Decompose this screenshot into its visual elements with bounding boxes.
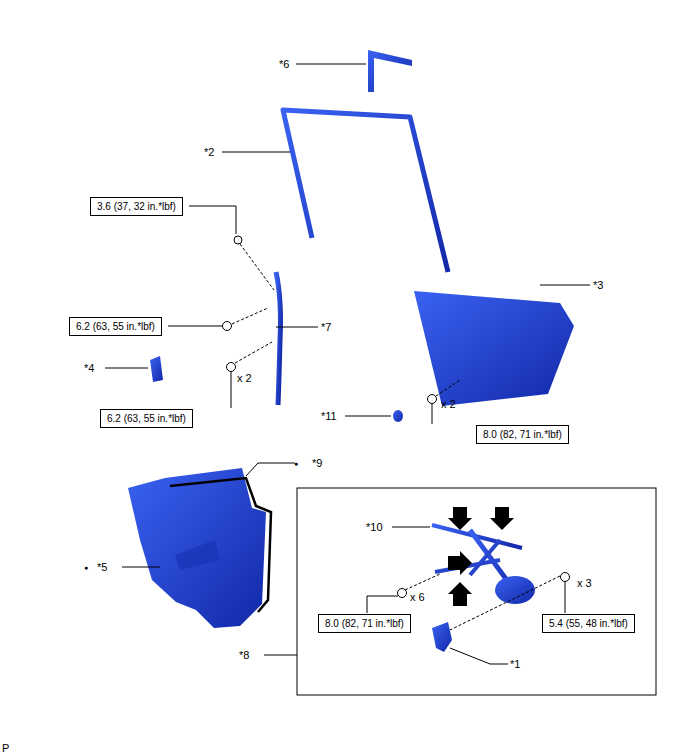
callout-number: *10 — [366, 521, 383, 533]
torque-box: 3.6 (37, 32 in.*lbf) — [90, 197, 183, 216]
division-bar — [276, 272, 281, 405]
page-mark: P — [2, 742, 9, 754]
callout-number: *8 — [239, 649, 249, 661]
bullet-mark: ● — [84, 564, 88, 571]
quantity: x 6 — [410, 591, 425, 603]
torque-box: 8.0 (82, 71 in.*lbf) — [318, 614, 411, 633]
callout-number: *4 — [84, 362, 94, 374]
torque-spec: 6.2 (63, 55 in.*lbf) — [107, 413, 186, 424]
quantity: x 2 — [237, 372, 252, 384]
bullet-mark: ● — [294, 460, 298, 467]
torque-spec: 8.0 (82, 71 in.*lbf) — [483, 429, 562, 440]
glass-run-upper — [368, 50, 412, 92]
torque-spec: 5.4 (55, 48 in.*lbf) — [549, 618, 628, 629]
callout-number: *7 — [321, 321, 331, 333]
quantity: x 3 — [577, 577, 592, 589]
regulator-motor — [432, 622, 452, 652]
torque-box: 5.4 (55, 48 in.*lbf) — [542, 614, 635, 633]
small-part — [393, 410, 403, 422]
small-part — [150, 356, 163, 382]
torque-box: 6.2 (63, 55 in.*lbf) — [69, 317, 162, 336]
door-panel — [128, 468, 266, 628]
callout-number: *3 — [593, 279, 603, 291]
torque-spec: 8.0 (82, 71 in.*lbf) — [325, 618, 404, 629]
weatherstrip — [170, 478, 271, 612]
torque-spec: 6.2 (63, 55 in.*lbf) — [76, 321, 155, 332]
quantity: x 2 — [441, 398, 456, 410]
callout-number: *11 — [321, 410, 337, 422]
run-channel — [283, 110, 448, 272]
torque-box: 8.0 (82, 71 in.*lbf) — [476, 425, 569, 444]
callout-number: *9 — [312, 457, 322, 469]
callout-number: *5 — [97, 561, 107, 573]
door-glass — [414, 291, 574, 406]
callout-number: *6 — [279, 58, 289, 70]
callout-number: *2 — [204, 146, 214, 158]
callout-number: *1 — [510, 658, 520, 670]
torque-spec: 3.6 (37, 32 in.*lbf) — [97, 201, 176, 212]
window-regulator — [432, 525, 535, 604]
assembly-frame — [297, 488, 656, 695]
torque-box: 6.2 (63, 55 in.*lbf) — [100, 409, 193, 428]
